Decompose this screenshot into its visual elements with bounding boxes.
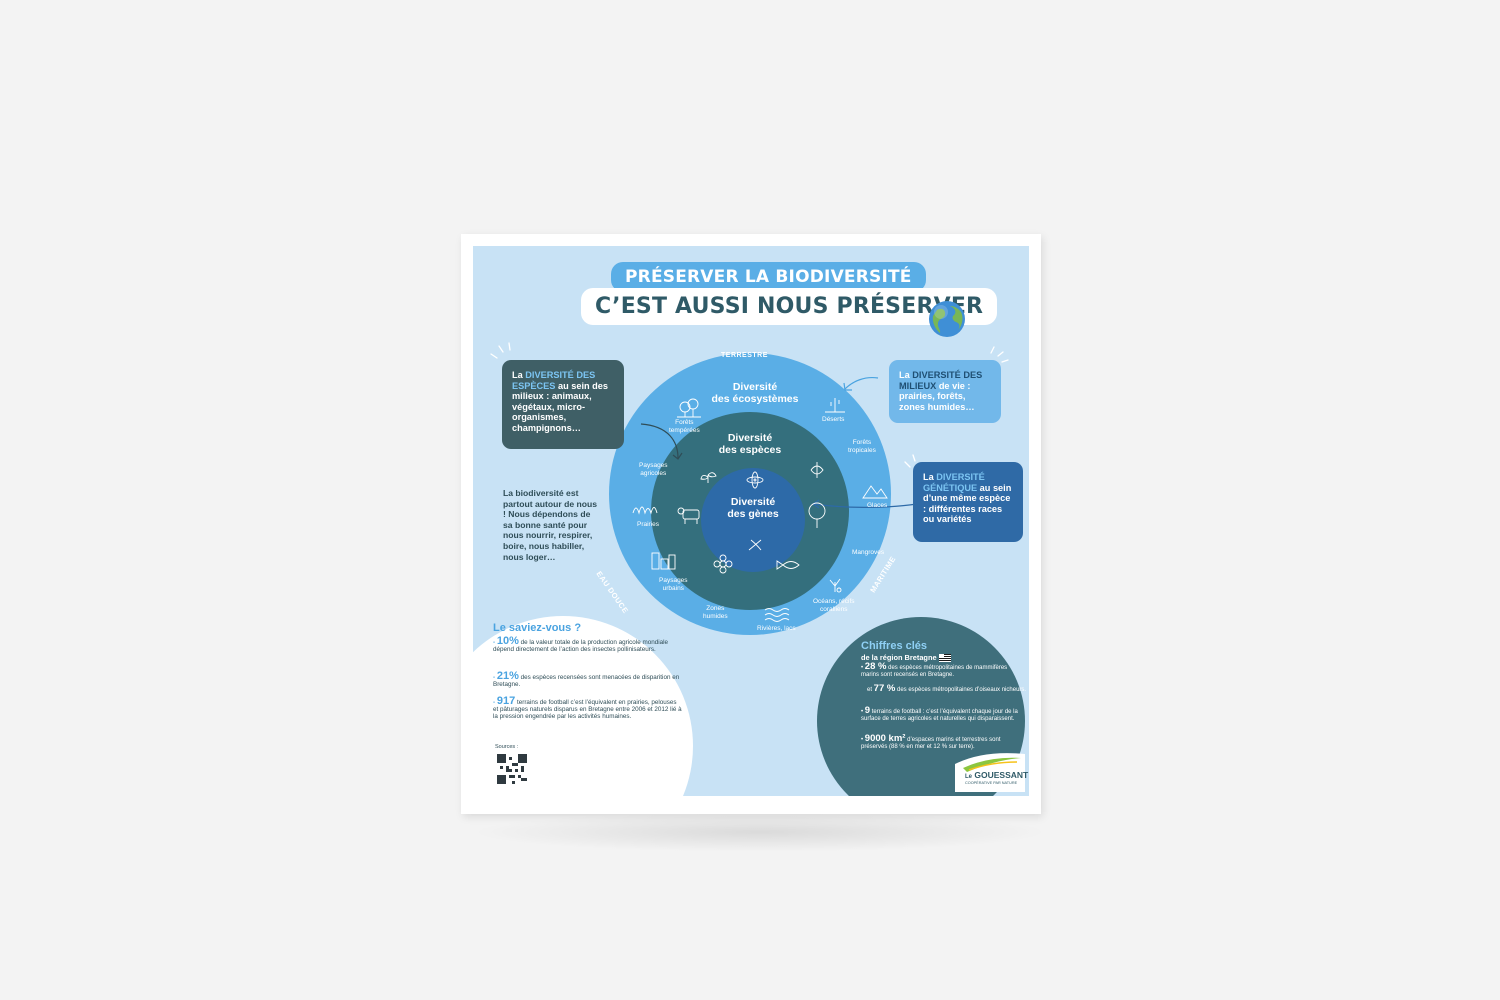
city-icon	[651, 552, 676, 570]
title-line-2: C’EST AUSSI NOUS PRÉSERVER	[581, 288, 998, 325]
poster-shadow	[470, 812, 1050, 852]
gouessant-logo	[955, 753, 1025, 792]
chiffres-panel	[817, 617, 1025, 796]
chiffres-fact-4: • 9000 km² d’espaces marins et terrestre…	[861, 733, 1001, 750]
arrow-env	[844, 376, 879, 390]
chiffres-fact-2: et 77 % des espèces métropolitaines d’oi…	[867, 683, 1027, 694]
chiffres-title: Chiffres clés	[861, 640, 928, 652]
ecosystem-label-deserts: Déserts	[822, 416, 845, 423]
poster-background-shapes	[473, 342, 1025, 796]
inner-ring	[701, 468, 805, 572]
ecosystem-label-mangroves: Mangroves	[852, 549, 885, 556]
ecosystem-label-prairies: Prairies	[637, 521, 660, 528]
arrow-species	[640, 423, 679, 459]
saviez-fact-3: - 917 terrains de football c’est l’équiv…	[493, 695, 682, 721]
globe-icon	[929, 301, 965, 337]
saviez-panel	[473, 616, 693, 796]
arc-label-terrestre: TERRESTRE	[721, 352, 768, 359]
intro-text: La biodiversité est partout autour de no…	[503, 488, 598, 562]
saviez-fact-2: - 21% des espèces recensées sont menacée…	[493, 670, 680, 689]
ecosystem-icons	[632, 398, 888, 622]
fish-icon	[776, 560, 800, 570]
ecosystem-label-glaces: Glaces	[867, 502, 888, 509]
breton-flag-icon	[938, 654, 951, 663]
box-species-diversity: La DIVERSITÉ DES ESPÈCES au sein des mil…	[502, 360, 624, 449]
cow-icon	[677, 507, 700, 524]
box-genetic-diversity: La DIVERSITÉ GÉNÉTIQUE au sein d’une mêm…	[913, 462, 1023, 542]
atom-icon	[746, 471, 764, 489]
tree-icon	[808, 502, 826, 528]
chiffres-subtitle: de la région Bretagne	[861, 653, 951, 663]
chiffres-fact-3: • 9 terrains de football : c’est l’équiv…	[861, 705, 1018, 722]
spark-lines-right	[990, 346, 1009, 363]
qr-code[interactable]	[497, 754, 527, 784]
flower-icon	[713, 554, 733, 574]
cactus-icon	[825, 398, 845, 413]
spark-lines-left	[490, 342, 511, 359]
saviez-fact-1: - 10% de la valeur totale de la producti…	[493, 635, 669, 654]
spark-lines-right-2	[904, 454, 916, 468]
logo-name: Le GOUESSANT	[965, 770, 1029, 780]
poster-inner: PRÉSERVER LA BIODIVERSITÉ C’EST AUSSI NO…	[473, 246, 1029, 796]
sources-label: Sources :	[495, 744, 519, 750]
sprout-icon	[700, 472, 717, 483]
forest-icon	[677, 398, 701, 418]
logo-tagline: COOPÉRATIVE PAR NATURE	[965, 781, 1018, 785]
chiffres-fact-1: • 28 % des espèces métropolitaines de ma…	[861, 661, 1008, 678]
box-environment-diversity: La DIVERSITÉ DES MILIEUX de vie : prairi…	[889, 360, 1001, 423]
saviez-title: Le saviez-vous ?	[493, 622, 582, 634]
title-line-1: PRÉSERVER LA BIODIVERSITÉ	[611, 262, 926, 292]
poster: PRÉSERVER LA BIODIVERSITÉ C’EST AUSSI NO…	[461, 234, 1041, 814]
bird-icon	[810, 462, 824, 478]
waves-icon	[764, 608, 790, 622]
coral-icon	[829, 578, 842, 593]
grass-icon	[632, 506, 658, 515]
ecosystem-label-rivieres: Rivières, lacs	[757, 625, 796, 632]
mountain-icon	[862, 485, 888, 499]
dna-icon	[748, 539, 762, 551]
